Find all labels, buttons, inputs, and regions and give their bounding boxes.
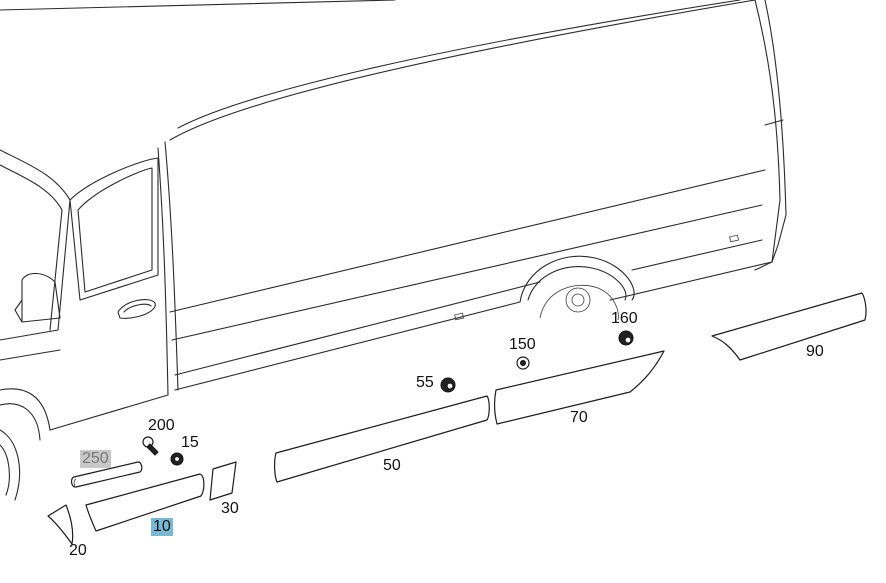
part-15-clip [170, 452, 184, 466]
trim-parts [47, 292, 867, 545]
callout-50[interactable]: 50 [383, 457, 401, 474]
callout-10[interactable]: 10 [151, 518, 173, 536]
van-body-outline [0, 0, 787, 501]
part-30-trim [209, 461, 237, 501]
callout-250[interactable]: 250 [80, 450, 111, 468]
callout-90[interactable]: 90 [806, 343, 824, 360]
part-10-trim [85, 473, 205, 532]
part-90-trim [711, 292, 867, 361]
callout-30[interactable]: 30 [221, 500, 239, 517]
callout-200[interactable]: 200 [148, 417, 175, 434]
callout-160[interactable]: 160 [611, 310, 638, 327]
part-20-trim [47, 504, 74, 545]
part-150-clip [516, 356, 530, 370]
part-250-bar [70, 461, 143, 488]
callout-20[interactable]: 20 [69, 542, 87, 559]
part-160-clip [618, 330, 634, 346]
callout-55[interactable]: 55 [416, 374, 434, 391]
callout-15[interactable]: 15 [181, 434, 199, 451]
part-200-screw [142, 436, 159, 456]
callout-70[interactable]: 70 [570, 409, 588, 426]
part-50-trim [274, 395, 490, 483]
part-70-trim [494, 350, 665, 425]
part-55-clip [440, 377, 456, 393]
callout-150[interactable]: 150 [509, 336, 536, 353]
